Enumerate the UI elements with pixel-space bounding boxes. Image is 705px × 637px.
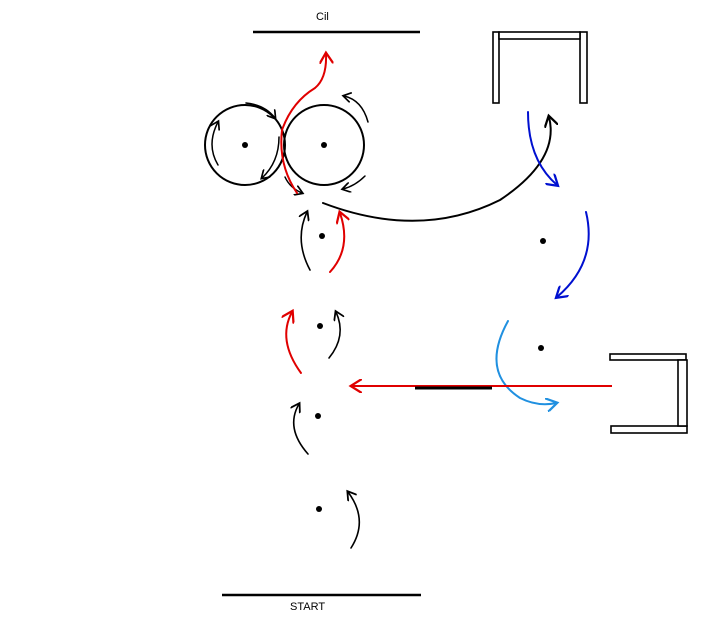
gate-right [609, 353, 688, 434]
cone-dot [540, 238, 546, 244]
gate-top-right [492, 31, 588, 104]
cone-dot [538, 345, 544, 351]
cone-dot [242, 142, 248, 148]
goal-label: Cil [316, 11, 329, 23]
slalom-arrows [286, 212, 361, 549]
cone-dot [319, 233, 325, 239]
cone-dot [321, 142, 327, 148]
red-path-to-goal [280, 54, 326, 194]
cone-markers [242, 142, 546, 512]
cone-dot [315, 413, 321, 419]
left-circle-rotation-arrows [212, 102, 280, 178]
start-label: START [290, 601, 326, 613]
cone-circle-right [283, 104, 365, 186]
cone-dot [317, 323, 323, 329]
blue-path-from-gate [527, 111, 557, 185]
cone-dot [316, 506, 322, 512]
blue-path-around-cone [557, 211, 590, 297]
right-circle-rotation-arrows [284, 96, 369, 193]
black-curve-to-gate [322, 117, 551, 222]
light-blue-path [495, 320, 556, 404]
